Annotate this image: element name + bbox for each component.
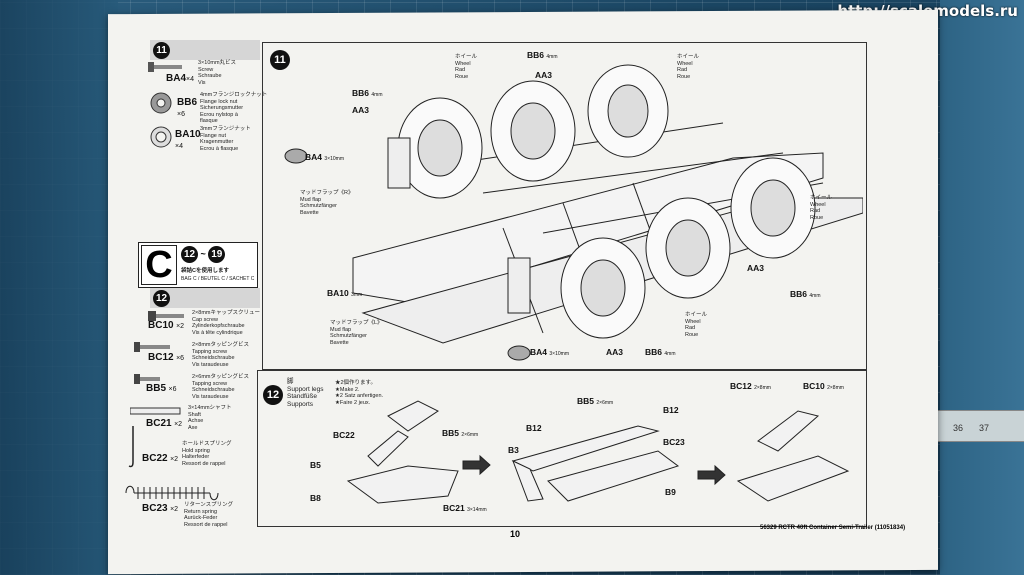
label-bc22: BC22	[333, 430, 355, 440]
label-aa3: AA3	[352, 105, 370, 115]
label-bc10: BC10 2×8mm	[803, 381, 844, 391]
step12-diagram-badge: 12	[263, 385, 283, 405]
bag-step-range: 12 ~ 19	[181, 246, 226, 263]
label-b5: B5	[310, 460, 321, 470]
part-ba10-desc: 3mmフランジナット Flange nut Kragenmutter Ecrou…	[200, 126, 251, 152]
bag-note-jp: 袋詰Cを使用します	[181, 268, 229, 274]
label-ba4: BA4 3×10mm	[305, 152, 344, 162]
chassis-drawing	[284, 64, 863, 361]
bag-c-box: C 12 ~ 19 袋詰Cを使用します BAG C / BEUTEL C / S…	[138, 242, 258, 288]
part-bc22: BC22 ×2	[142, 453, 179, 464]
part-ba10: BA10×4	[175, 129, 201, 150]
step11-diagram-frame	[262, 42, 867, 370]
label-b9: B9	[665, 487, 676, 497]
flange-nut-icon	[150, 126, 172, 148]
tapping-screw-icon	[134, 374, 160, 384]
label-b12: B12	[526, 423, 542, 433]
part-bb6: BB6×6	[177, 97, 198, 118]
label-ba10: BA10 3mm	[327, 288, 363, 298]
make-two-note: ★2個作ります。★Make 2.★2 Satz anfertigen.★Fair…	[335, 380, 384, 406]
step12-badge: 12	[153, 290, 170, 307]
ruler-mark: 36	[953, 423, 964, 433]
label-bb6: BB6 4mm	[527, 50, 558, 60]
step12-diagram-frame	[257, 370, 867, 527]
label-b3: B3	[508, 445, 519, 455]
cap-screw-icon	[148, 311, 184, 321]
label-aa3: AA3	[606, 347, 624, 357]
label-bb6: BB6 4mm	[790, 289, 821, 299]
bag-letter: C	[141, 245, 177, 285]
label-bb6: BB6 4mm	[352, 88, 383, 98]
label-b12: B12	[663, 405, 679, 415]
part-bc10: BC10 ×2	[148, 320, 185, 331]
label-aa3: AA3	[747, 263, 765, 273]
label-ba4: BA4 3×10mm	[530, 347, 569, 357]
label-bc12: BC12 2×8mm	[730, 381, 771, 391]
shaft-icon	[130, 407, 181, 415]
step11-parts-header: 11	[150, 40, 260, 60]
part-bc23: BC23 ×2	[142, 503, 179, 514]
part-bb6-desc: 4mmフランジロックナット Flange lock nut Sicherungs…	[200, 92, 268, 124]
mat-left-edge	[0, 0, 118, 575]
screw-icon	[148, 62, 182, 72]
page-footer: 56329 RCTR 40ft Container Semi-Trailer (…	[760, 525, 906, 531]
label-bc23: BC23	[663, 437, 685, 447]
bag-note: BAG C / BEUTEL C / SACHET C	[181, 276, 255, 282]
label-bc21: BC21 3×14mm	[443, 503, 487, 513]
support-legs-drawing	[346, 400, 850, 504]
hold-spring-icon	[128, 426, 134, 468]
label-bb5: BB5 2×6mm	[442, 428, 479, 438]
part-bc21: BC21 ×2	[146, 418, 183, 429]
label-aa3: AA3	[535, 70, 553, 80]
mat-right-edge	[940, 0, 1024, 575]
part-bb5: BB5 ×6	[146, 383, 177, 394]
label-bb6: BB6 4mm	[645, 347, 676, 357]
tapping-screw-icon	[134, 342, 170, 352]
part-bc12: BC12 ×6	[148, 352, 185, 363]
flange-lock-nut-icon	[150, 92, 172, 114]
step11-diagram-badge: 11	[270, 50, 290, 70]
part-ba4: BA4×4	[166, 73, 194, 84]
ruler: 36 37	[935, 410, 1024, 442]
step12-parts-header: 12	[150, 288, 260, 308]
page-number: 10	[510, 529, 521, 539]
label-bb5: BB5 2×6mm	[577, 396, 614, 406]
ruler-mark: 37	[979, 423, 990, 433]
return-spring-icon	[125, 485, 219, 501]
step11-badge: 11	[153, 42, 170, 59]
part-ba4-desc: 3×10mm丸ビス Screw Schraube Vis	[198, 60, 237, 86]
label-b8: B8	[310, 493, 321, 503]
